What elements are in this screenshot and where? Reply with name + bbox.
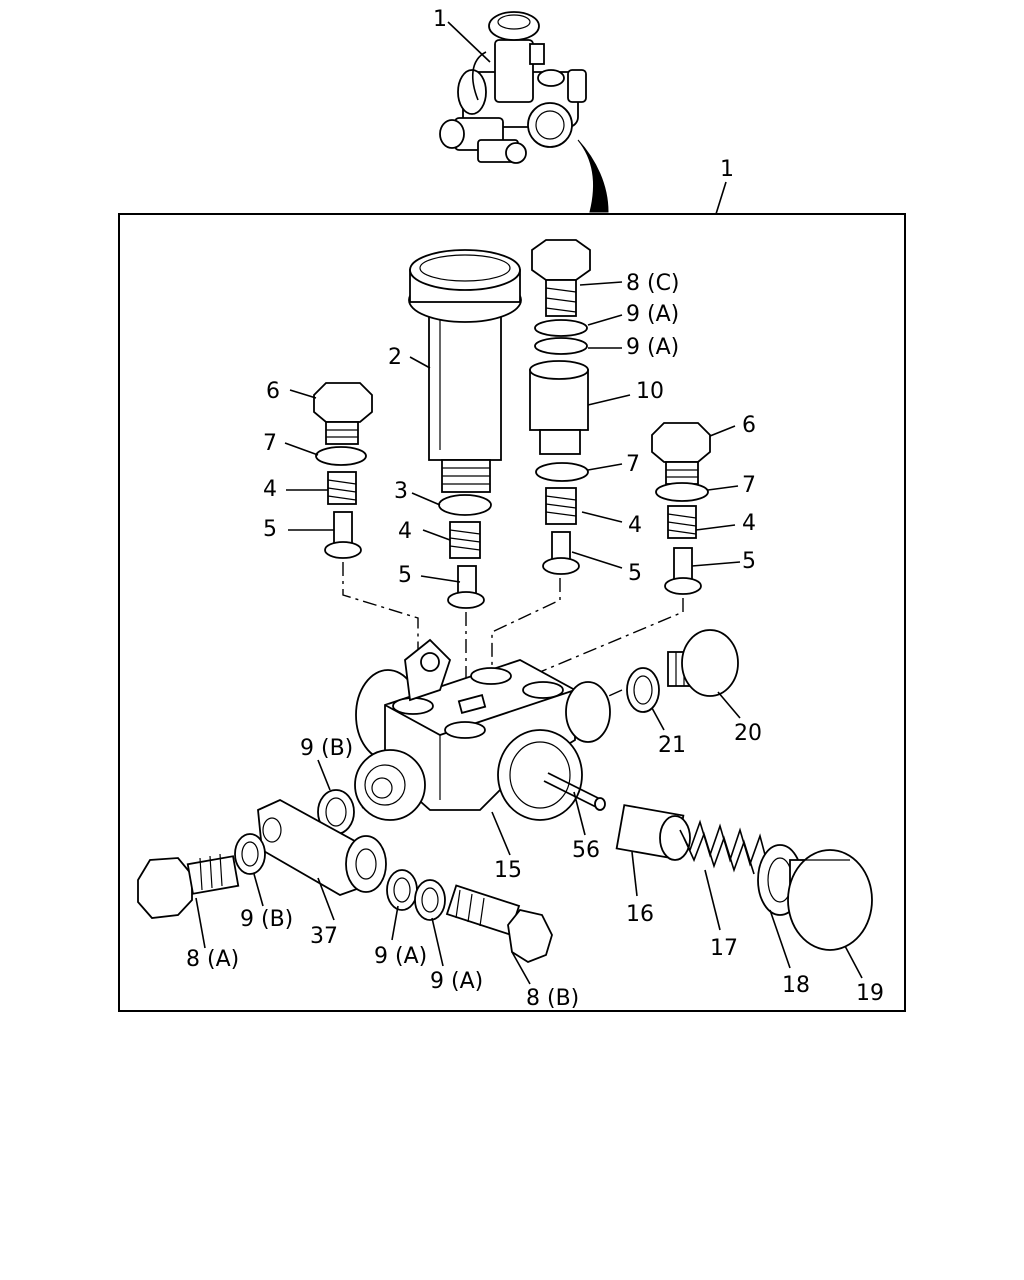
label-16: 16 (626, 902, 654, 927)
label-6-right: 6 (742, 413, 756, 438)
washer-9a-lower-1 (386, 869, 418, 911)
curved-arrow (577, 139, 609, 213)
label-19: 19 (856, 981, 884, 1006)
label-18: 18 (782, 973, 810, 998)
washer-7-left (315, 446, 367, 466)
washer-9b-lower (234, 833, 266, 875)
washer-9a-lower-2 (414, 879, 446, 921)
bolt-8b (445, 884, 553, 964)
pin-56 (543, 772, 606, 811)
label-4-left: 4 (263, 477, 277, 502)
washer-7-right (655, 482, 709, 502)
spring-17 (679, 819, 769, 875)
label-9a-1: 9 (A) (626, 302, 679, 327)
label-2: 2 (388, 345, 402, 370)
callout-labels: 8 (C) 9 (A) 9 (A) 10 2 6 6 7 7 7 4 3 4 4… (186, 271, 884, 1011)
label-56: 56 (572, 838, 600, 863)
washer-9a-second (534, 337, 588, 355)
spring-4-center (449, 521, 481, 559)
plug-20 (667, 629, 739, 697)
detail-frame (118, 213, 906, 1012)
spring-4-right (667, 505, 697, 539)
valve-5-left (324, 511, 362, 559)
label-20: 20 (734, 721, 762, 746)
leader-lines (195, 281, 863, 985)
label-5-right: 5 (742, 549, 756, 574)
valve-5-right-center (542, 531, 580, 575)
banjo-37 (257, 798, 387, 896)
plug-6-right (651, 422, 711, 485)
connector-10 (529, 360, 589, 455)
label-15: 15 (494, 858, 522, 883)
spring-4-right-center (545, 487, 577, 525)
washer-9a-top (534, 319, 588, 337)
label-17: 17 (710, 936, 738, 961)
label-9a-2: 9 (A) (626, 335, 679, 360)
label-top-1: 1 (433, 7, 447, 32)
bolt-8a (137, 853, 240, 919)
label-8a: 8 (A) (186, 947, 239, 972)
priming-pump (408, 249, 522, 493)
pump-body-15 (354, 638, 611, 821)
label-3: 3 (394, 479, 408, 504)
label-frame-1: 1 (720, 157, 734, 182)
label-5-left: 5 (263, 517, 277, 542)
assembly-thumbnail (439, 11, 587, 164)
label-21: 21 (658, 733, 686, 758)
valve-5-center (447, 565, 485, 609)
part-16 (615, 804, 691, 861)
label-8c: 8 (C) (626, 271, 680, 296)
label-37: 37 (310, 924, 338, 949)
label-9b-lower: 9 (B) (240, 907, 293, 932)
washer-7-center (535, 462, 589, 482)
plug-19 (787, 849, 873, 951)
washer-3 (438, 494, 492, 516)
label-5-center: 5 (628, 561, 642, 586)
label-7-right: 7 (742, 473, 756, 498)
valve-5-right (664, 547, 702, 595)
label-9b-upper: 9 (B) (300, 736, 353, 761)
plug-6-left (313, 382, 373, 445)
label-4-right: 4 (742, 511, 756, 536)
label-5-mid: 5 (398, 563, 412, 588)
bolt-8c (531, 239, 591, 317)
washer-21 (626, 667, 660, 713)
label-7-mid: 7 (626, 452, 640, 477)
label-7-left: 7 (263, 431, 277, 456)
label-6-left: 6 (266, 379, 280, 404)
label-9a-lower-2: 9 (A) (430, 969, 483, 994)
label-9a-lower-1: 9 (A) (374, 944, 427, 969)
label-4-center: 4 (628, 513, 642, 538)
label-4-mid: 4 (398, 519, 412, 544)
label-8b: 8 (B) (526, 986, 579, 1011)
spring-4-left (327, 471, 357, 505)
label-10: 10 (636, 379, 664, 404)
